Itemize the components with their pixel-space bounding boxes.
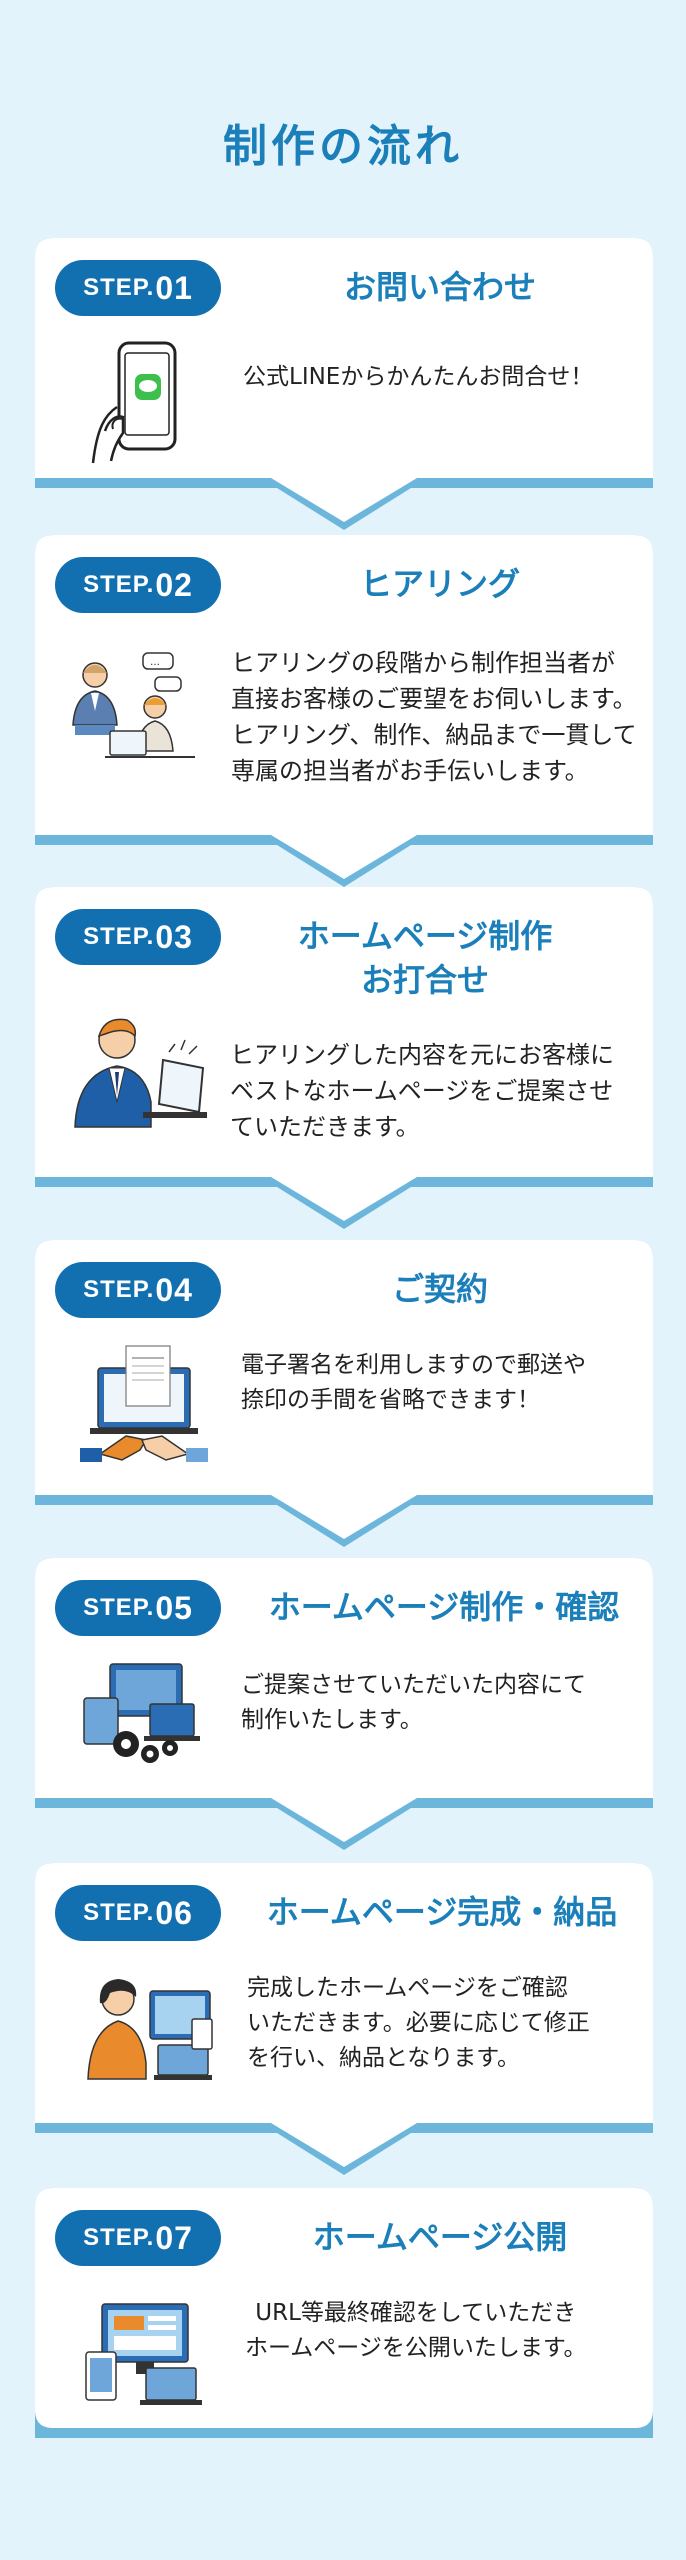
smartphone-line-icon bbox=[91, 341, 177, 464]
step-badge: STEP.03 bbox=[55, 909, 221, 965]
step-card-07: STEP.07 ホームページ公開 URL等最終確認をしていただき ホームページを… bbox=[35, 2188, 653, 2438]
devices-gears-icon bbox=[83, 1663, 200, 1763]
step-description: ご提案させていただいた内容にて 制作いたします。 bbox=[241, 1672, 586, 1733]
step-card-03: STEP.03 ホームページ制作 お打合せ ヒアリングした内容を元にお客様に ベ… bbox=[35, 887, 653, 1229]
businessman-laptop-icon bbox=[74, 1018, 207, 1128]
svg-text:…: … bbox=[150, 657, 160, 668]
step-description: 完成したホームページをご確認 いただきます。必要に応じて修正 を行い、納品となり… bbox=[247, 1975, 590, 2071]
step-card-01: STEP.01 お問い合わせ 公式LINEからかんたんお問合せ！ bbox=[35, 238, 653, 530]
step-title: ホームページ制作・確認 bbox=[268, 1588, 620, 1626]
step-card-04: STEP.04 ご契約 電子署名を利用しますので郵送や 捺印の手間を省略できます… bbox=[35, 1240, 653, 1547]
contract-handshake-icon bbox=[80, 1345, 208, 1462]
step-title: ホームページ公開 bbox=[312, 2218, 568, 2256]
step-description: ヒアリングした内容を元にお客様に ベストなホームページをご提案させ ていただきま… bbox=[230, 1041, 614, 1141]
page-title: 制作の流れ bbox=[223, 121, 463, 172]
step-description: 公式LINEからかんたんお問合せ！ bbox=[243, 364, 594, 390]
woman-monitor-icon bbox=[87, 1979, 213, 2080]
card-background bbox=[35, 887, 653, 1229]
step-badge: STEP.07 bbox=[55, 2210, 221, 2266]
step-card-06: STEP.06 ホームページ完成・納品 完成したホームページをご確認 いただきま… bbox=[35, 1863, 653, 2175]
step-card-05: STEP.05 ホームページ制作・確認 ご提案させていただいた内容にて 制作いた… bbox=[35, 1558, 653, 1850]
step-title: ご契約 bbox=[391, 1270, 488, 1308]
step-badge: STEP.02 bbox=[55, 557, 221, 613]
step-badge: STEP.06 bbox=[55, 1885, 221, 1941]
step-description: URL等最終確認をしていただき ホームページを公開いたします。 bbox=[245, 2300, 587, 2361]
responsive-devices-icon bbox=[85, 2303, 202, 2405]
step-title: ホームページ制作 お打合せ bbox=[297, 917, 553, 999]
meeting-people-icon: … bbox=[72, 652, 195, 758]
step-badge: STEP.04 bbox=[55, 1262, 221, 1318]
step-description: 電子署名を利用しますので郵送や 捺印の手間を省略できます！ bbox=[241, 1352, 586, 1413]
step-title: ヒアリング bbox=[359, 565, 520, 603]
step-description: ヒアリングの段階から制作担当者が 直接お客様のご要望をお伺いします。 ヒアリング… bbox=[231, 649, 637, 785]
step-badge: STEP.05 bbox=[55, 1580, 221, 1636]
card-background bbox=[35, 535, 653, 887]
step-title: お問い合わせ bbox=[343, 268, 536, 306]
step-badge: STEP.01 bbox=[55, 260, 221, 316]
step-title: ホームページ完成・納品 bbox=[266, 1893, 618, 1931]
step-card-02: STEP.02 ヒアリング … ヒアリングの段階から制作担当者が 直接お客様のご… bbox=[35, 535, 653, 887]
